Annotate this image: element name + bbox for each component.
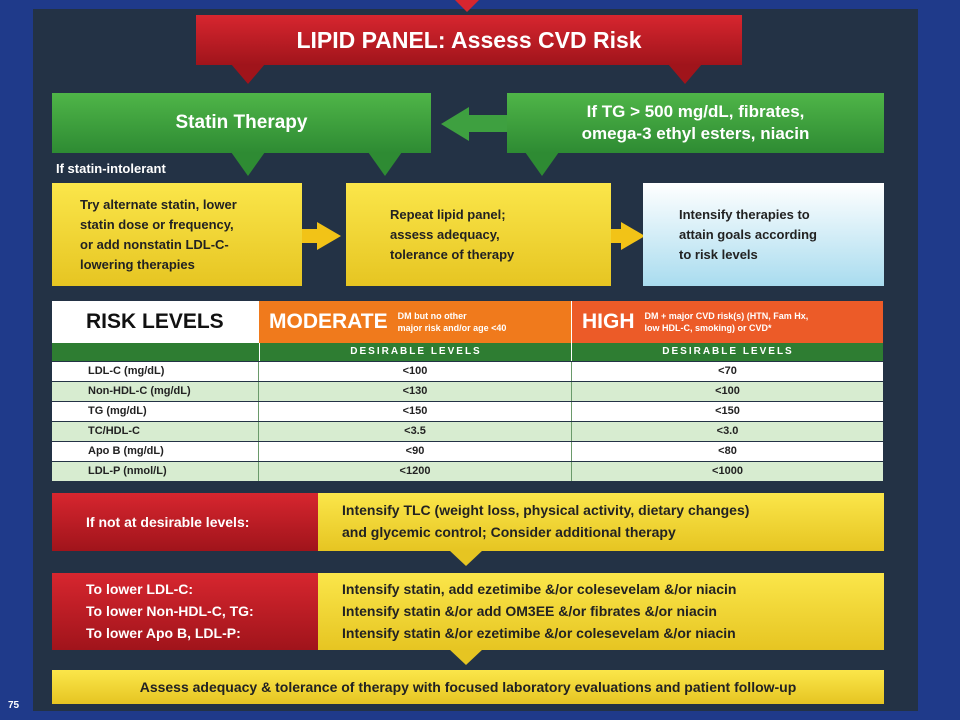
alt-line-4: lowering therapies bbox=[80, 257, 195, 272]
to-lower-label-1: To lower LDL-C: bbox=[86, 581, 194, 597]
row-label: LDL-C (mg/dL) bbox=[52, 362, 259, 381]
intensify-line-2: attain goals according bbox=[679, 227, 817, 242]
statin-intolerant-label: If statin-intolerant bbox=[56, 161, 166, 176]
top-connector-arrow bbox=[455, 0, 479, 12]
slide-number: 75 bbox=[8, 700, 20, 711]
table-row: Non-HDL-C (mg/dL) <130 <100 bbox=[52, 382, 883, 401]
moderate-label: MODERATE bbox=[269, 310, 388, 333]
table-row: LDL-P (nmol/L) <1200 <1000 bbox=[52, 462, 883, 481]
row-high-value: <100 bbox=[715, 385, 740, 397]
to-lower-actions-box: Intensify statin, add ezetimibe &/or col… bbox=[318, 573, 884, 650]
moderate-header: MODERATE DM but no other major risk and/… bbox=[259, 301, 571, 343]
not-desirable-text-box: Intensify TLC (weight loss, physical act… bbox=[318, 493, 884, 551]
arrow-1-shaft bbox=[302, 229, 318, 243]
arrow-2-shaft bbox=[611, 229, 623, 243]
intensify-line-1: Intensify therapies to bbox=[679, 207, 810, 222]
row-label: LDL-P (nmol/L) bbox=[52, 462, 259, 481]
lipid-panel-title-box: LIPID PANEL: Assess CVD Risk bbox=[196, 15, 742, 65]
statin-therapy-box: Statin Therapy bbox=[52, 93, 431, 153]
row-label: TG (mg/dL) bbox=[52, 402, 259, 421]
row-moderate-value: <90 bbox=[259, 442, 572, 461]
row-high-value: <3.0 bbox=[716, 425, 739, 437]
high-header: HIGH DM + major CVD risk(s) (HTN, Fam Hx… bbox=[571, 301, 883, 343]
green-left-arrow bbox=[441, 107, 469, 141]
to-lower-label-3: To lower Apo B, LDL-P: bbox=[86, 625, 241, 641]
moderate-note-1: DM but no other bbox=[397, 311, 467, 321]
row-moderate-value: <100 bbox=[259, 362, 572, 381]
row-moderate-value: <1200 bbox=[259, 462, 572, 481]
row-moderate-value: <150 bbox=[259, 402, 572, 421]
repeat-line-2: assess adequacy, bbox=[390, 227, 500, 242]
row-moderate-value: <130 bbox=[259, 382, 572, 401]
not-desirable-line-2: and glycemic control; Consider additiona… bbox=[342, 524, 676, 540]
table-row: TG (mg/dL) <150 <150 bbox=[52, 402, 883, 421]
alt-line-2: statin dose or frequency, bbox=[80, 217, 234, 232]
tg-fibrates-box: If TG > 500 mg/dL, fibrates, omega-3 eth… bbox=[507, 93, 884, 153]
row-high-value: <70 bbox=[718, 365, 737, 377]
tg-line-1: If TG > 500 mg/dL, fibrates, bbox=[586, 102, 805, 121]
desirable-levels-high: DESIRABLE LEVELS bbox=[571, 343, 884, 361]
to-lower-action-1: Intensify statin, add ezetimibe &/or col… bbox=[342, 581, 737, 597]
table-row: TC/HDL-C <3.5 <3.0 bbox=[52, 422, 883, 441]
moderate-note-2: major risk and/or age <40 bbox=[397, 323, 507, 333]
row-label: TC/HDL-C bbox=[52, 422, 259, 441]
assess-adequacy-text: Assess adequacy & tolerance of therapy w… bbox=[139, 679, 797, 695]
risk-levels-header: RISK LEVELS bbox=[52, 301, 259, 343]
to-lower-action-2: Intensify statin &/or add OM3EE &/or fib… bbox=[342, 603, 717, 619]
to-lower-label-box: To lower LDL-C: To lower Non-HDL-C, TG: … bbox=[52, 573, 318, 650]
statin-left-arrow bbox=[231, 152, 265, 176]
arrow-1-head bbox=[317, 222, 341, 250]
title-left-arrow bbox=[231, 64, 265, 84]
title-right-arrow bbox=[668, 64, 702, 84]
high-label: HIGH bbox=[582, 310, 635, 333]
statin-therapy-label: Statin Therapy bbox=[175, 112, 308, 133]
green-left-arrow-shaft bbox=[469, 115, 507, 132]
high-note-2: low HDL-C, smoking) or CVD* bbox=[644, 323, 772, 333]
row-high-value: <80 bbox=[718, 445, 737, 457]
row-high-value: <150 bbox=[715, 405, 740, 417]
row-label: Apo B (mg/dL) bbox=[52, 442, 259, 461]
row-label: Non-HDL-C (mg/dL) bbox=[52, 382, 259, 401]
tg-down-arrow bbox=[525, 152, 559, 176]
lipid-panel-title: LIPID PANEL: Assess CVD Risk bbox=[296, 26, 642, 53]
high-note-1: DM + major CVD risk(s) (HTN, Fam Hx, bbox=[644, 311, 809, 321]
high-note: DM + major CVD risk(s) (HTN, Fam Hx, low… bbox=[645, 310, 809, 334]
alt-line-3: or add nonstatin LDL-C- bbox=[80, 237, 229, 252]
risk-levels-heading: RISK LEVELS bbox=[86, 310, 224, 333]
to-lower-action-3: Intensify statin &/or ezetimibe &/or col… bbox=[342, 625, 736, 641]
not-desirable-label-box: If not at desirable levels: bbox=[52, 493, 318, 551]
statin-right-arrow bbox=[368, 152, 402, 176]
to-lower-down-arrow bbox=[449, 649, 483, 665]
repeat-line-3: tolerance of therapy bbox=[390, 247, 515, 262]
alternate-statin-box: Try alternate statin, lower statin dose … bbox=[52, 183, 302, 286]
row-moderate-value: <3.5 bbox=[259, 422, 572, 441]
repeat-line-1: Repeat lipid panel; bbox=[390, 207, 506, 222]
intensify-line-3: to risk levels bbox=[679, 247, 758, 262]
moderate-note: DM but no other major risk and/or age <4… bbox=[398, 310, 507, 334]
not-desirable-label: If not at desirable levels: bbox=[86, 514, 250, 530]
alt-line-1: Try alternate statin, lower bbox=[80, 197, 237, 212]
tg-line-2: omega-3 ethyl esters, niacin bbox=[581, 124, 810, 143]
arrow-2-head bbox=[621, 222, 645, 250]
row-high-value: <1000 bbox=[712, 465, 743, 477]
not-desirable-line-1: Intensify TLC (weight loss, physical act… bbox=[342, 502, 750, 518]
not-desirable-down-arrow bbox=[449, 550, 483, 566]
desirable-levels-bar: DESIRABLE LEVELS DESIRABLE LEVELS bbox=[52, 343, 883, 361]
repeat-lipid-box: Repeat lipid panel; assess adequacy, tol… bbox=[346, 183, 611, 286]
intensify-therapies-box: Intensify therapies to attain goals acco… bbox=[643, 183, 884, 286]
assess-adequacy-box: Assess adequacy & tolerance of therapy w… bbox=[52, 670, 884, 704]
to-lower-label-2: To lower Non-HDL-C, TG: bbox=[86, 603, 254, 619]
table-row: LDL-C (mg/dL) <100 <70 bbox=[52, 362, 883, 381]
table-row: Apo B (mg/dL) <90 <80 bbox=[52, 442, 883, 461]
desirable-levels-moderate: DESIRABLE LEVELS bbox=[259, 343, 572, 361]
